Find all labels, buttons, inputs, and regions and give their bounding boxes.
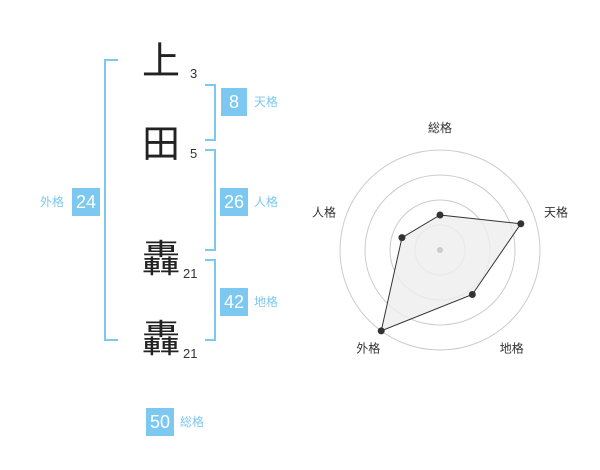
radar-point-3	[468, 290, 476, 298]
radar-point-2	[517, 220, 525, 228]
radar-axis-label-2: 天格	[544, 204, 568, 219]
stroke-count-4: 21	[183, 346, 198, 361]
soukaku-label: 総格	[180, 415, 205, 429]
jinkaku-value: 26	[220, 188, 248, 216]
radar-axis-label-1: 総格	[428, 120, 452, 135]
radar-axis-label-4: 外格	[356, 341, 380, 356]
radar-ring-3	[364, 174, 516, 326]
radar-axis-label-3: 地格	[500, 341, 524, 356]
tenkaku-bracket	[205, 84, 216, 141]
name-char-1: 上	[142, 39, 181, 83]
radar-area	[380, 214, 522, 332]
stroke-count-3: 21	[183, 266, 198, 281]
jinkaku-bracket	[205, 149, 216, 251]
radar-point-1	[436, 211, 444, 219]
radar-ring-4	[339, 149, 541, 351]
chikaku-value: 42	[220, 288, 248, 316]
radar-center	[437, 247, 443, 253]
stroke-count-1: 3	[190, 66, 198, 81]
jinkaku-label: 人格	[254, 195, 279, 209]
gaikaku-label: 外格	[40, 195, 65, 209]
soukaku-value: 50	[146, 408, 174, 436]
radar-point-4	[377, 327, 385, 335]
radar-axis-label-5: 人格	[312, 204, 336, 219]
stroke-count-2: 5	[190, 146, 198, 161]
name-char-2: 田	[142, 122, 181, 166]
name-char-3: 轟	[142, 237, 181, 281]
gaikaku-value: 24	[72, 188, 100, 216]
radar-point-5	[398, 234, 406, 242]
chikaku-bracket	[205, 259, 216, 341]
gaikaku-bracket	[104, 59, 118, 341]
name-char-4: 轟	[142, 317, 181, 361]
tenkaku-label: 天格	[254, 95, 279, 109]
tenkaku-value: 8	[221, 88, 247, 116]
chikaku-label: 地格	[254, 295, 279, 309]
